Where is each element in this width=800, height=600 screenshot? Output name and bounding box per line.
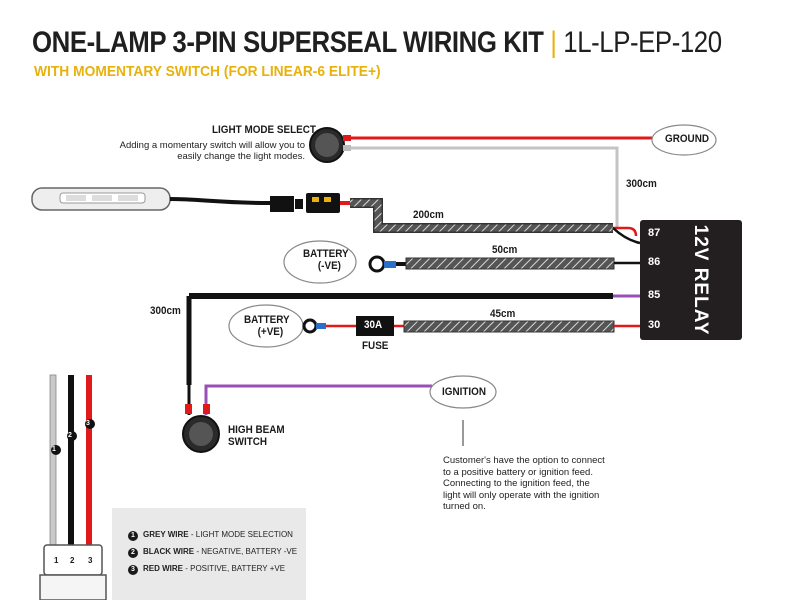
ignition-bubble <box>429 375 497 409</box>
title-main: ONE-LAMP 3-PIN SUPERSEAL WIRING KIT <box>32 26 544 59</box>
grey-wire-to-relay <box>340 146 619 228</box>
legend-name-3: RED WIRE <box>143 564 183 573</box>
ground-bubble <box>651 124 717 156</box>
title-code: 1L-LP-EP-120 <box>563 26 722 59</box>
length-200cm: 200cm <box>413 209 444 221</box>
battery-pos-line1: BATTERY <box>244 314 290 326</box>
connector-pin-3: 3 <box>88 556 93 565</box>
legend-row-black: 2 BLACK WIRE - NEGATIVE, BATTERY -VE <box>128 547 297 558</box>
note-line1: Customer's have the option to connect <box>443 455 605 466</box>
page-subtitle: WITH MOMENTARY SWITCH (FOR LINEAR-6 ELIT… <box>34 63 381 80</box>
legend-num-1: 1 <box>128 531 138 541</box>
length-300cm-top: 300cm <box>626 178 657 190</box>
sheath-200cm <box>350 198 613 233</box>
battery-neg-label: BATTERY (-VE) <box>303 248 349 272</box>
wire-marker-2: 2 <box>68 432 72 439</box>
note-line3: Connecting to the ignition feed, the <box>443 478 590 489</box>
relay-pin-87: 87 <box>648 227 661 239</box>
length-45cm: 45cm <box>490 308 516 320</box>
light-mode-desc-line2: easily change the light modes. <box>177 151 305 162</box>
light-mode-switch <box>309 127 351 163</box>
high-beam-switch <box>182 415 220 453</box>
legend-num-2: 2 <box>128 548 138 558</box>
wire-marker-3: 3 <box>86 420 90 427</box>
battery-pos-line2: (+VE) <box>257 326 284 338</box>
light-mode-title: LIGHT MODE SELECT <box>212 124 316 136</box>
legend-desc-3: - POSITIVE, BATTERY +VE <box>183 564 286 573</box>
legend-panel <box>112 508 306 600</box>
sheath-50cm <box>405 257 615 270</box>
light-mode-desc: Adding a momentary switch will allow you… <box>115 140 305 162</box>
relay-pin-86: 86 <box>648 256 661 268</box>
connector-wires <box>39 374 107 600</box>
high-beam-line2: SWITCH <box>228 436 268 448</box>
legend-desc-1: - LIGHT MODE SELECTION <box>188 530 293 539</box>
battery-neg-ring <box>368 255 386 273</box>
length-50cm: 50cm <box>492 244 518 256</box>
light-mode-desc-line1: Adding a momentary switch will allow you… <box>119 140 305 151</box>
high-beam-line1: HIGH BEAM <box>228 424 285 436</box>
ignition-note: Customer's have the option to connect to… <box>443 455 633 513</box>
connector-pin-1: 1 <box>54 556 59 565</box>
relay-pin-30: 30 <box>648 319 661 331</box>
legend-name-1: GREY WIRE <box>143 530 189 539</box>
ground-label: GROUND <box>665 133 710 145</box>
connector-pin-2: 2 <box>70 556 75 565</box>
note-line5: turned on. <box>443 501 486 512</box>
battery-neg-bubble <box>283 240 357 284</box>
ignition-label: IGNITION <box>442 386 487 398</box>
fuse-value: 30A <box>364 319 383 331</box>
sheath-45cm <box>403 320 615 333</box>
wire-marker-1: 1 <box>52 446 56 453</box>
legend-desc-2: - NEGATIVE, BATTERY -VE <box>194 547 298 556</box>
page-title: ONE-LAMP 3-PIN SUPERSEAL WIRING KIT | 1L… <box>32 26 722 60</box>
relay-pin-85: 85 <box>648 289 661 301</box>
legend-row-grey: 1 GREY WIRE - LIGHT MODE SELECTION <box>128 530 293 541</box>
relay-title: 12V RELAY <box>690 224 711 336</box>
legend-row-red: 3 RED WIRE - POSITIVE, BATTERY +VE <box>128 564 285 575</box>
superseal-connector <box>270 193 350 213</box>
battery-neg-line2: (-VE) <box>317 260 341 272</box>
note-line2: to a positive battery or ignition feed. <box>443 466 593 478</box>
relay-body <box>640 220 742 340</box>
note-line4: light will only operate with the ignitio… <box>443 489 600 501</box>
fuse-label: FUSE <box>362 340 389 352</box>
purple-wire-ignition <box>204 384 432 415</box>
light-bar <box>31 187 271 211</box>
battery-pos-label: BATTERY (+VE) <box>244 314 290 338</box>
battery-neg-line1: BATTERY <box>303 248 349 260</box>
legend-num-3: 3 <box>128 565 138 575</box>
legend-name-2: BLACK WIRE <box>143 547 195 556</box>
fuse-holder <box>356 316 394 336</box>
high-beam-label: HIGH BEAM SWITCH <box>228 424 285 448</box>
length-300cm-left: 300cm <box>150 305 181 317</box>
title-separator: | <box>550 26 557 59</box>
